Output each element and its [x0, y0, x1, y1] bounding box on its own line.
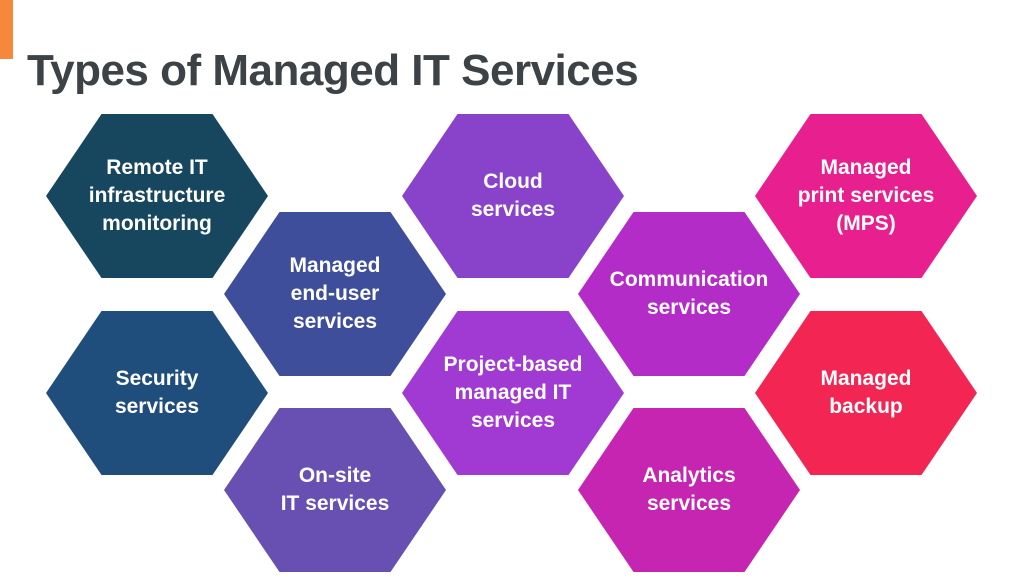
hexagon-label: Managed backup [820, 367, 912, 418]
hexagon-managed-backup: Managed backup [755, 311, 977, 475]
hexagon-label: On-site IT services [280, 464, 390, 515]
hexagon-label: Cloud services [470, 170, 556, 221]
hexagon-cloud-services: Cloud services [402, 114, 624, 278]
hexagon-managed-end-user-services: Managed end-user services [224, 212, 446, 376]
page-title: Types of Managed IT Services [27, 46, 639, 96]
hexagon-label: Remote IT infrastructure monitoring [88, 156, 226, 235]
hexagon-remote-it-infrastructure-monitoring: Remote IT infrastructure monitoring [46, 114, 268, 278]
hexagon-label: Managed print services (MPS) [797, 156, 935, 235]
hexagon-project-based-managed-it-services: Project-based managed IT services [402, 311, 624, 475]
hexagon-security-services: Security services [46, 311, 268, 475]
hexagon-label: Communication services [609, 268, 769, 319]
hexagon-on-site-it-services: On-site IT services [224, 408, 446, 572]
hexagon-label: Analytics services [642, 464, 736, 515]
slide-header: Types of Managed IT Services [0, 0, 1024, 95]
hexagon-label: Security services [114, 367, 200, 418]
hexagon-communication-services: Communication services [578, 212, 800, 376]
hexagon-label: Managed end-user services [289, 254, 381, 333]
hexagon-analytics-services: Analytics services [578, 408, 800, 572]
hexagon-label: Project-based managed IT services [443, 353, 583, 432]
accent-bar [0, 0, 13, 59]
hexagon-managed-print-services-mps: Managed print services (MPS) [755, 114, 977, 278]
